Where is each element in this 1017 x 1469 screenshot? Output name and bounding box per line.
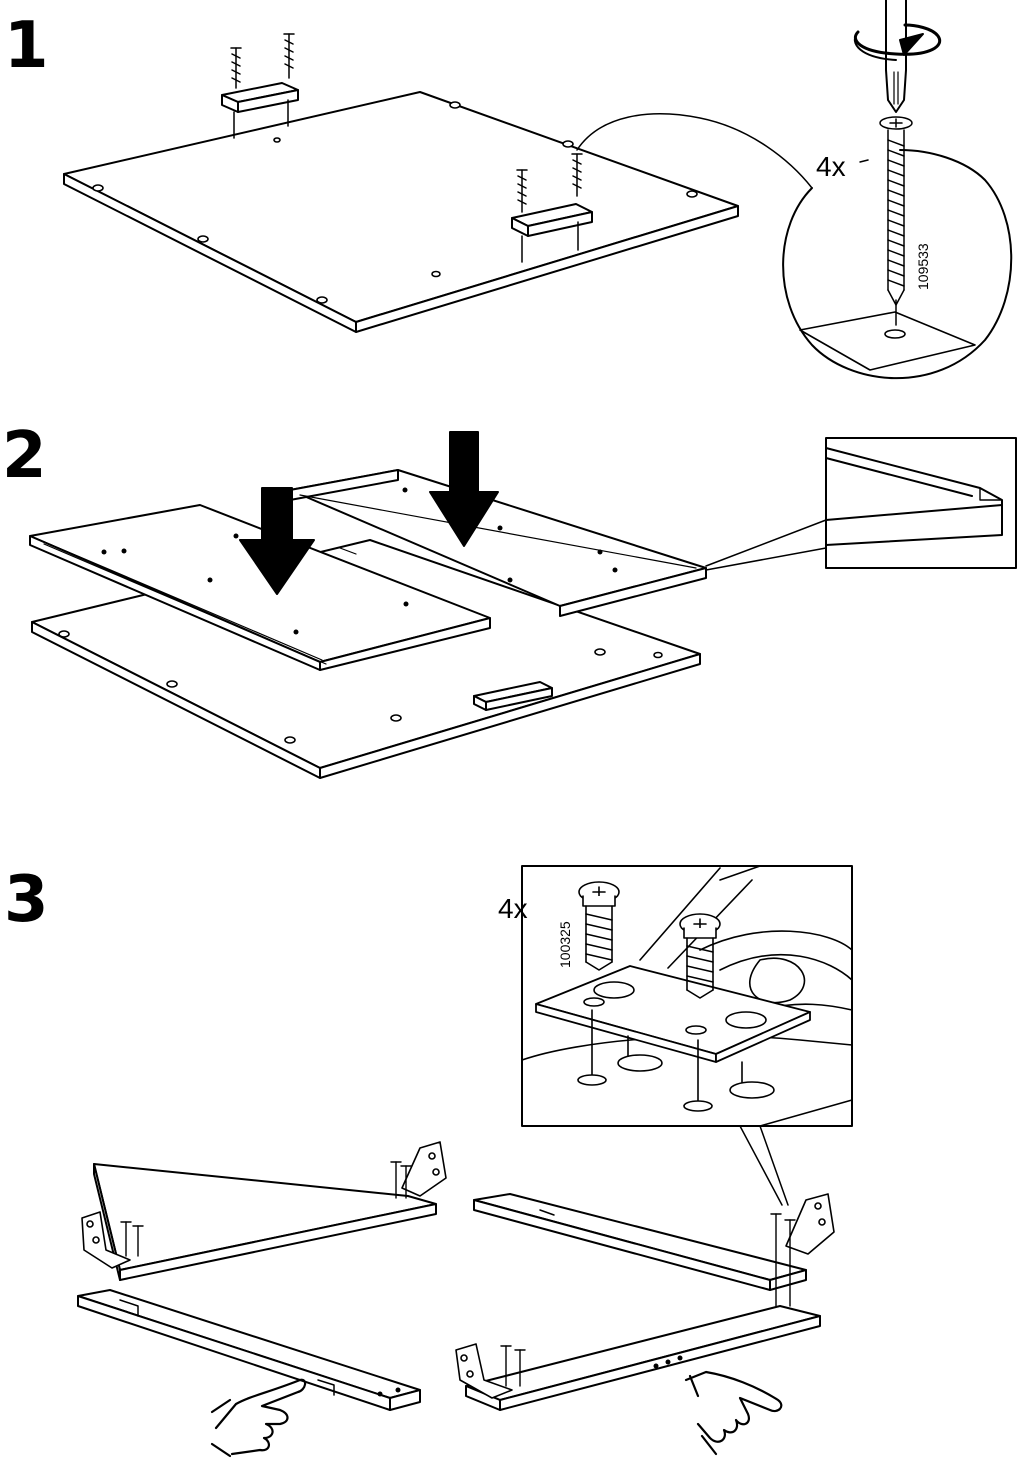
step-1-panel xyxy=(63,91,739,333)
step-1-block-front xyxy=(511,203,593,263)
step-2-front-shelf xyxy=(29,504,491,671)
step-3-quantity: 4x xyxy=(498,893,528,924)
step-1-number: 1 xyxy=(4,9,49,83)
step-1-quantity: 4x xyxy=(816,151,846,182)
step-3-number: 3 xyxy=(4,863,49,937)
screw-100325 xyxy=(578,881,721,999)
pointing-hand-icon xyxy=(210,1370,783,1458)
step-1-detail-callout: 4x 109533 xyxy=(576,113,1013,380)
step-2-number: 2 xyxy=(2,419,47,493)
step-1-block-rear xyxy=(221,82,299,139)
bracket-icon xyxy=(81,1141,835,1399)
step-1-part-number: 109533 xyxy=(915,243,931,290)
step-3-right-rail-back xyxy=(473,1193,807,1291)
step-1-screws-front xyxy=(516,153,583,213)
step-2-rear-shelf xyxy=(289,469,707,617)
screwdriver-icon xyxy=(885,0,907,113)
down-arrow-icon xyxy=(239,431,499,595)
step-3-detail-callout: 4x 100325 xyxy=(498,865,853,1206)
step-3-left-rail-front xyxy=(77,1289,421,1411)
step-1-screws-rear xyxy=(230,33,295,89)
screw-109533 xyxy=(879,116,913,326)
step-3-screws xyxy=(120,1161,796,1387)
rotate-arrow-icon xyxy=(853,23,942,61)
step-3-part-number: 100325 xyxy=(557,921,573,968)
step-3-left-rail-back xyxy=(93,1163,437,1281)
step-3-right-rail-front xyxy=(465,1305,821,1411)
step-2-detail-callout xyxy=(705,437,1017,571)
